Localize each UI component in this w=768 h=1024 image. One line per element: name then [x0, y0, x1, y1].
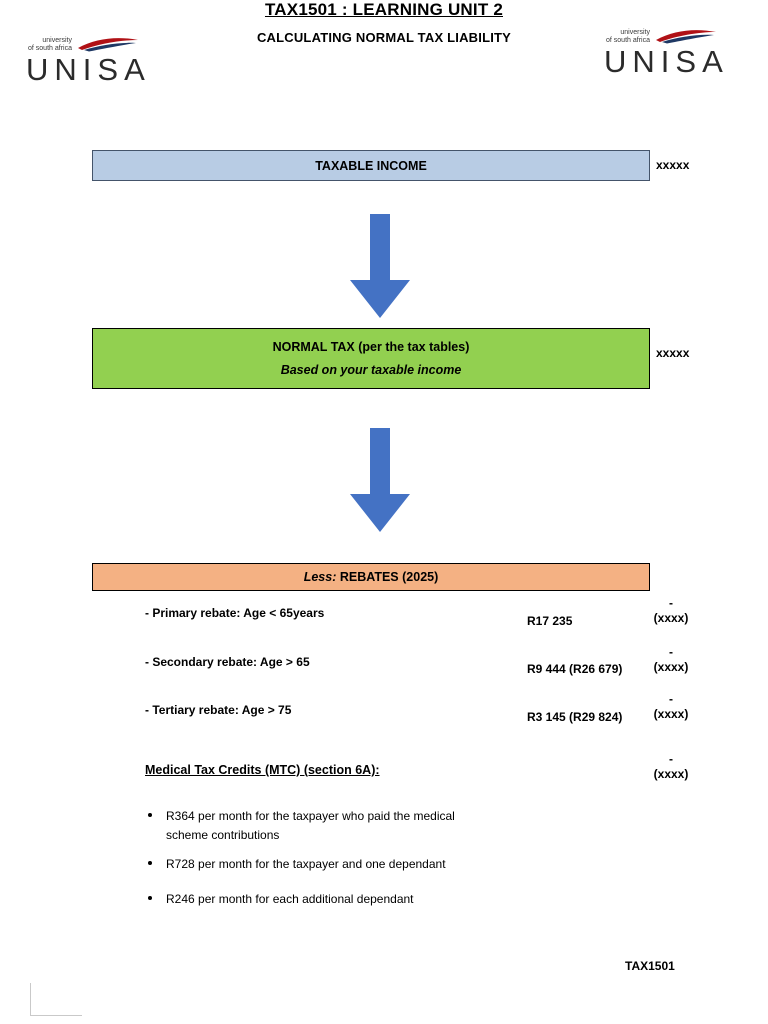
down-arrow-icon — [350, 428, 410, 532]
logo-small-text: university of south africa — [28, 37, 72, 53]
deduction-value: (xxxx) — [653, 611, 689, 625]
tertiary-rebate-deduction: - (xxxx) — [646, 692, 696, 722]
mtc-bullet-item: R364 per month for the taxpayer who paid… — [148, 807, 466, 844]
minus-sign: - — [669, 752, 673, 766]
mtc-bullet-text: R728 per month for the taxpayer and one … — [166, 857, 446, 871]
rebates-header-label: Less: REBATES (2025) — [304, 570, 439, 584]
header: TAX1501 : LEARNING UNIT 2 CALCULATING NO… — [0, 0, 768, 45]
logo-line1: university — [620, 29, 650, 36]
minus-sign: - — [669, 596, 673, 610]
page-title: TAX1501 : LEARNING UNIT 2 — [264, 0, 503, 19]
footer-course-code: TAX1501 — [625, 959, 675, 973]
mtc-heading: Medical Tax Credits (MTC) (section 6A): — [145, 763, 380, 777]
normal-tax-box: NORMAL TAX (per the tax tables) Based on… — [92, 328, 650, 389]
page-corner-mark — [30, 983, 82, 1016]
normal-tax-sublabel: Based on your taxable income — [280, 363, 462, 377]
mtc-deduction: - (xxxx) — [646, 752, 696, 782]
minus-sign: - — [669, 692, 673, 706]
mtc-bullet-text: R364 per month for the taxpayer who paid… — [166, 809, 455, 842]
bullet-icon — [148, 861, 152, 865]
bullet-icon — [148, 813, 152, 817]
primary-rebate-label: - Primary rebate: Age < 65years — [145, 606, 325, 620]
tertiary-rebate-label: - Tertiary rebate: Age > 75 — [145, 703, 292, 717]
secondary-rebate-deduction: - (xxxx) — [646, 645, 696, 675]
rebates-less-prefix: Less: — [303, 570, 337, 584]
bullet-icon — [148, 896, 152, 900]
mtc-bullet-text: R246 per month for each additional depen… — [166, 892, 414, 906]
logo-wordmark: UNISA — [604, 44, 729, 79]
rebates-header-text: REBATES (2025) — [336, 570, 439, 584]
logo-line2: of south africa — [28, 45, 72, 52]
rebates-header-box: Less: REBATES (2025) — [92, 563, 650, 591]
taxable-income-label: TAXABLE INCOME — [315, 158, 427, 173]
down-arrow-icon — [350, 214, 410, 318]
logo-swoosh-icon — [77, 38, 138, 52]
page-subtitle: CALCULATING NORMAL TAX LIABILITY — [256, 30, 512, 45]
logo-swoosh-icon — [655, 30, 716, 44]
secondary-rebate-amount: R9 444 (R26 679) — [527, 662, 623, 676]
primary-rebate-amount: R17 235 — [527, 614, 573, 628]
primary-rebate-deduction: - (xxxx) — [646, 596, 696, 626]
unisa-logo-left: university of south africa UNISA — [26, 36, 166, 86]
normal-tax-label: NORMAL TAX (per the tax tables) — [272, 340, 470, 354]
logo-wordmark: UNISA — [26, 52, 151, 87]
logo-line1: university — [42, 37, 72, 44]
deduction-value: (xxxx) — [653, 767, 689, 781]
deduction-value: (xxxx) — [653, 660, 689, 674]
secondary-rebate-label: - Secondary rebate: Age > 65 — [145, 655, 310, 669]
tertiary-rebate-amount: R3 145 (R29 824) — [527, 710, 623, 724]
logo-small-text: university of south africa — [606, 29, 650, 45]
minus-sign: - — [669, 645, 673, 659]
deduction-value: (xxxx) — [653, 707, 689, 721]
taxable-income-value: xxxxx — [656, 158, 690, 172]
normal-tax-value: xxxxx — [656, 346, 690, 360]
mtc-bullet-item: R246 per month for each additional depen… — [148, 890, 466, 909]
logo-line2: of south africa — [606, 37, 650, 44]
taxable-income-box: TAXABLE INCOME — [92, 150, 650, 181]
mtc-bullet-item: R728 per month for the taxpayer and one … — [148, 855, 466, 874]
unisa-logo-right: university of south africa UNISA — [604, 28, 744, 78]
